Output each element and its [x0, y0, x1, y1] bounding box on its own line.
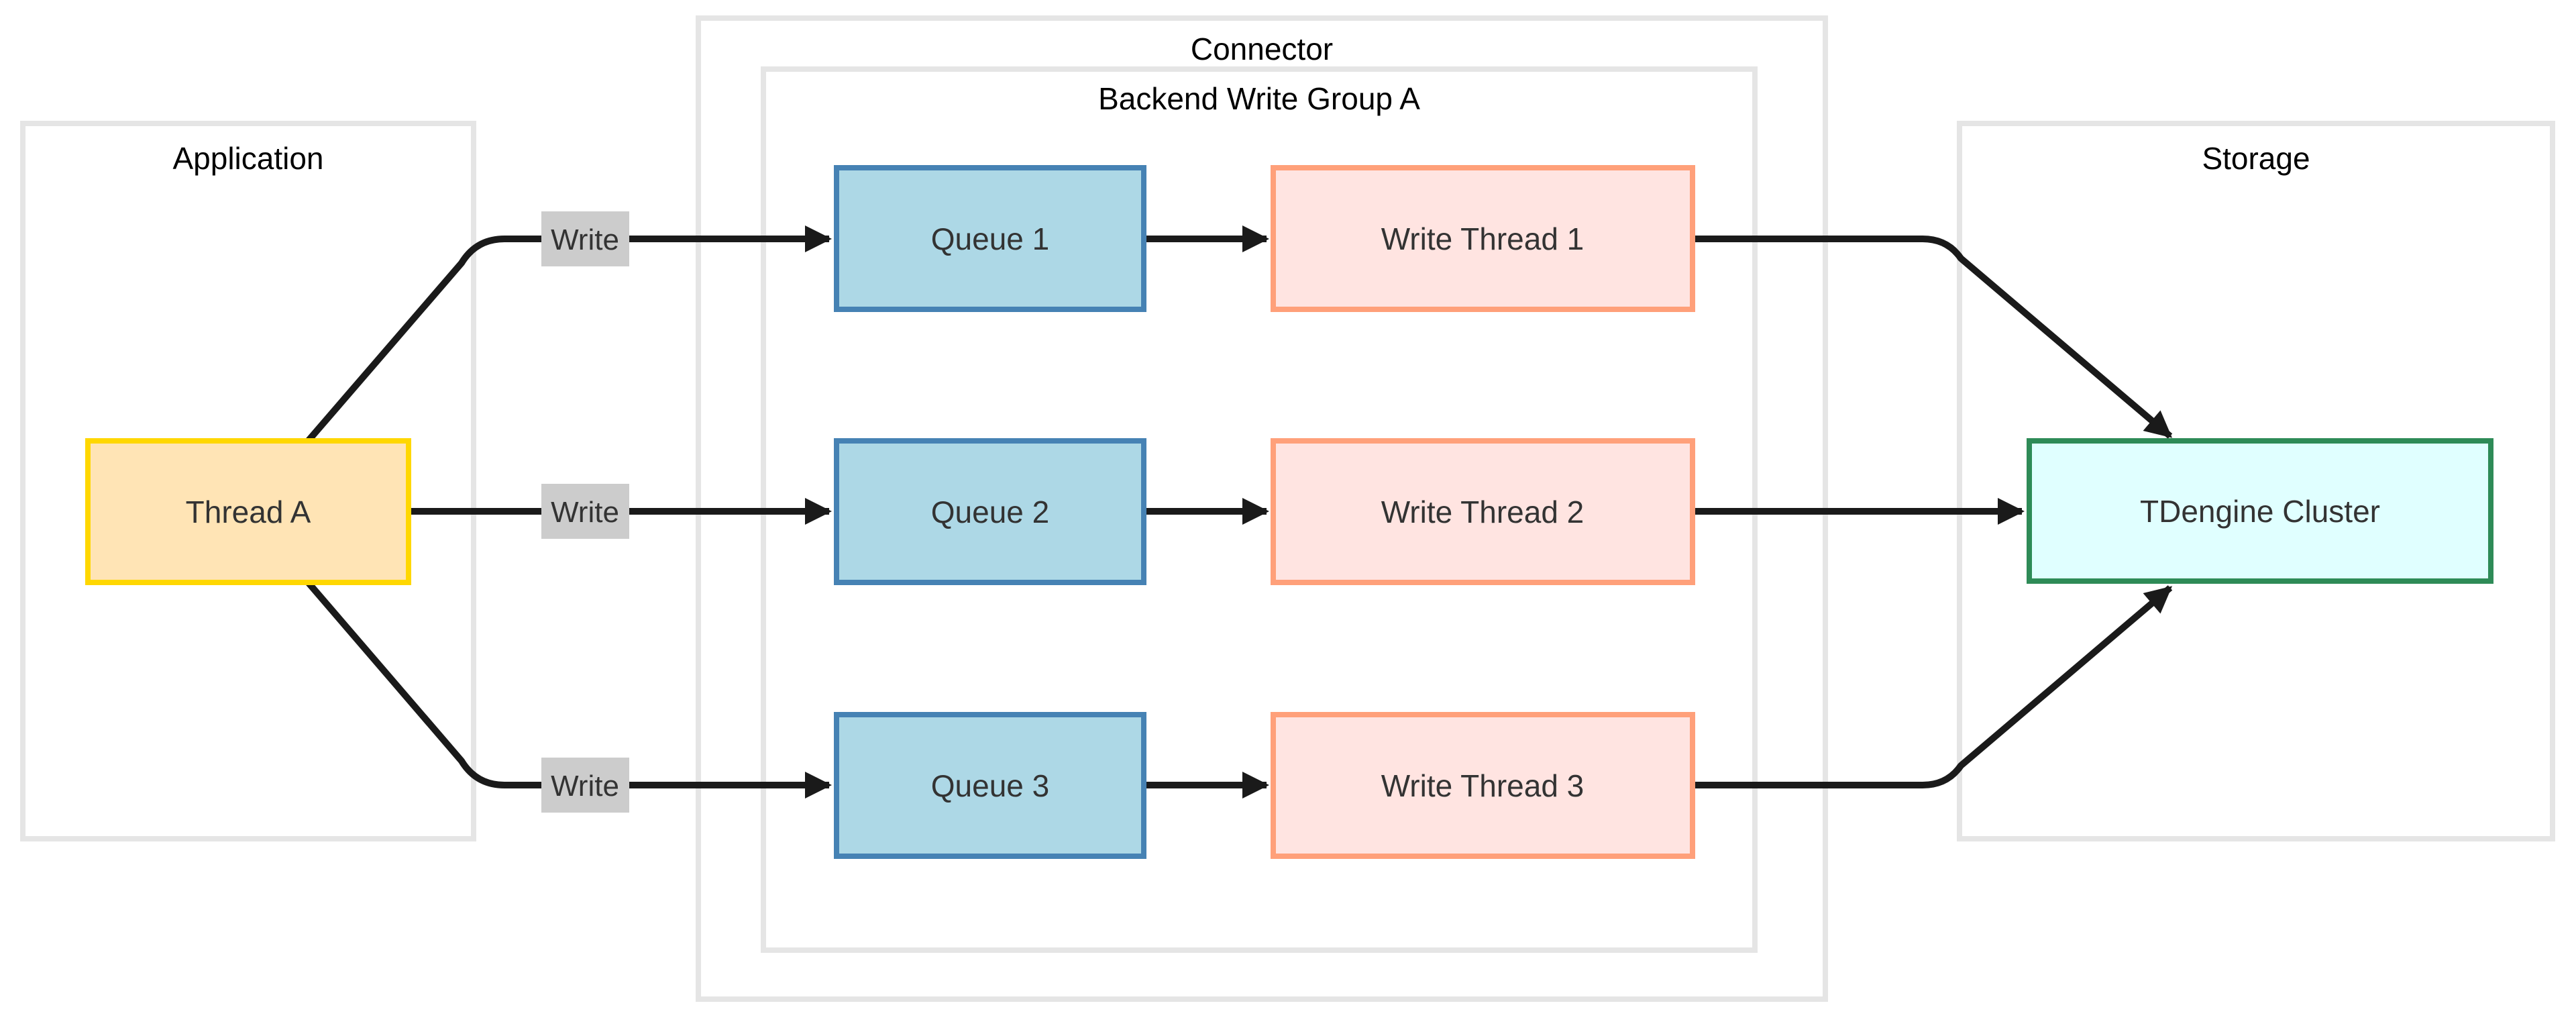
node-queue-3: [834, 712, 1146, 859]
node-write-thread-1: [1271, 165, 1695, 312]
nodes: Thread A Queue 1 Queue 2 Queue 3 Write T…: [85, 165, 2493, 859]
node-write-thread-2: [1271, 438, 1695, 585]
node-tdengine-cluster-label: TDengine Cluster: [2140, 494, 2380, 529]
edge-label-bg-write-2: [541, 484, 629, 539]
node-write-thread-2-label: Write Thread 2: [1381, 495, 1585, 529]
node-queue-1-label: Queue 1: [931, 221, 1049, 256]
node-queue-2: [834, 438, 1146, 585]
node-write-thread-1-label: Write Thread 1: [1381, 221, 1585, 256]
node-thread-a-label: Thread A: [186, 495, 311, 529]
edge-thread-a-to-queue-3: [303, 576, 832, 799]
application-container-title: Application: [172, 141, 323, 176]
edge-label-bg-write-1: [541, 211, 629, 266]
node-tdengine-cluster: [2027, 438, 2493, 584]
node-queue-2-label: Queue 2: [931, 495, 1049, 529]
node-write-thread-3: [1271, 712, 1695, 859]
edge-write-thread-1-to-tdengine: [1693, 236, 2173, 439]
edge-label-write-3: Write: [551, 770, 619, 803]
node-queue-3-label: Queue 3: [931, 768, 1049, 803]
node-thread-a: [85, 438, 411, 585]
edges: [303, 225, 2173, 799]
edge-label-write-1: Write: [551, 223, 619, 256]
node-queue-1: [834, 165, 1146, 312]
backend-write-group-a-title: Backend Write Group A: [1098, 81, 1420, 116]
node-write-thread-3-label: Write Thread 3: [1381, 768, 1585, 803]
edge-write-thread-3-to-tdengine: [1693, 585, 2173, 788]
edge-label-bg-write-3: [541, 758, 629, 813]
connector-container-title: Connector: [1191, 32, 1333, 66]
edge-label-write-2: Write: [551, 496, 619, 529]
storage-container-title: Storage: [2202, 141, 2310, 176]
edge-labels: Write Write Write: [541, 211, 629, 813]
edge-thread-a-to-queue-1: [303, 225, 832, 447]
